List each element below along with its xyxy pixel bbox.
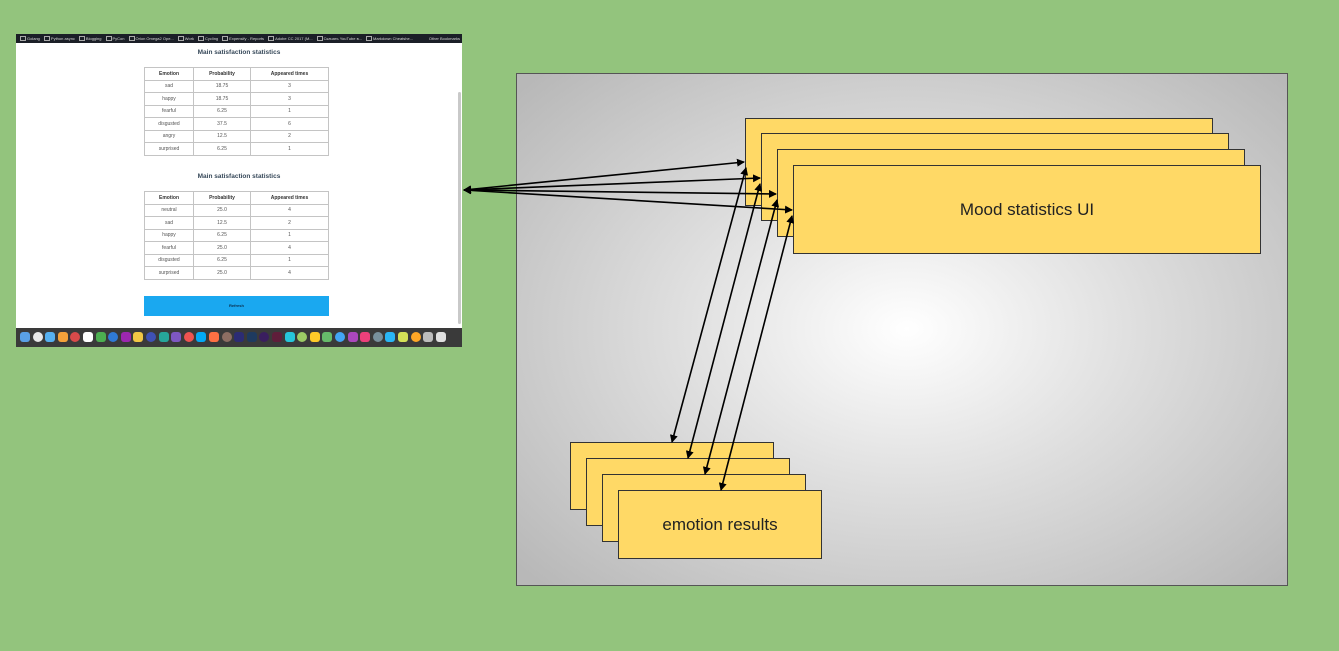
dock-app-icon[interactable] <box>322 332 333 342</box>
app-dock <box>16 328 462 347</box>
dock-app-icon[interactable] <box>234 332 245 342</box>
dock-app-icon[interactable] <box>183 332 194 342</box>
table-cell: 4 <box>250 266 329 280</box>
emotion-results-label: emotion results <box>662 514 778 534</box>
other-bookmarks[interactable]: Other Bookmarks <box>428 36 460 41</box>
scrollbar[interactable] <box>458 92 461 324</box>
dock-app-icon[interactable] <box>45 332 56 342</box>
bookmark-item[interactable]: Cycling <box>198 34 218 43</box>
dock-app-icon[interactable] <box>360 332 371 342</box>
dock-app-icon[interactable] <box>297 332 308 342</box>
dock-app-icon[interactable] <box>385 332 396 342</box>
mood-ui-label: Mood statistics UI <box>959 199 1095 219</box>
bookmark-item[interactable]: Blogging <box>79 34 102 43</box>
dock-app-icon[interactable] <box>20 332 30 342</box>
section-title-2: Main satisfaction statistics <box>197 173 281 180</box>
embedded-screenshot: Golang Python async Blogging PyCon Orion Ome… <box>16 34 462 347</box>
dock-app-icon[interactable] <box>410 332 421 342</box>
dock-app-icon[interactable] <box>272 332 282 342</box>
bookmarks-bar: Golang Python async Blogging PyCon Orion Ome… <box>16 34 462 43</box>
dock-app-icon[interactable] <box>309 332 320 342</box>
bookmark-item[interactable]: Expensify - Reports <box>222 34 264 43</box>
arrow-result-to-ui-4 <box>718 215 795 491</box>
dock-app-icon[interactable] <box>398 332 408 342</box>
arrow-screenshot-to-card-1 <box>463 158 745 194</box>
dock-app-icon[interactable] <box>32 332 43 342</box>
dock-app-icon[interactable] <box>259 332 270 342</box>
dock-app-icon[interactable] <box>171 332 182 342</box>
bookmark-item[interactable]: Golang <box>20 34 40 43</box>
bookmark-item[interactable]: PyCon <box>106 34 125 43</box>
arrow-result-to-ui-3 <box>702 199 780 475</box>
column-header: Appeared times <box>250 191 329 205</box>
dock-app-icon[interactable] <box>209 332 219 342</box>
mood-ui-card: Mood statistics UI <box>793 165 1261 254</box>
dock-app-icon[interactable] <box>221 332 232 342</box>
bookmark-item[interactable]: Python async <box>44 34 75 43</box>
dock-app-icon[interactable] <box>423 332 434 342</box>
bookmark-item[interactable]: Markdown Cheatshe... <box>366 34 413 43</box>
arrow-result-to-ui-1 <box>669 167 749 443</box>
dock-app-icon[interactable] <box>246 332 257 342</box>
dock-app-icon[interactable] <box>372 332 383 342</box>
dock-app-icon[interactable] <box>108 332 119 342</box>
dock-app-icon[interactable] <box>146 332 156 342</box>
arrow-result-to-ui-2 <box>685 183 763 459</box>
table-cell: surprised <box>144 266 194 280</box>
dock-app-icon[interactable] <box>284 332 295 342</box>
bookmark-item[interactable]: Orion Omega2 Ope... <box>129 34 174 43</box>
dock-app-icon[interactable] <box>158 332 169 342</box>
dock-app-icon[interactable] <box>335 332 345 342</box>
bookmark-item[interactable]: Adobe CC 2017 (M... <box>268 34 313 43</box>
dock-app-icon[interactable] <box>133 332 144 342</box>
dock-app-icon[interactable] <box>83 332 93 342</box>
dock-app-icon[interactable] <box>120 332 131 342</box>
dock-app-icon[interactable] <box>70 332 81 342</box>
diagram-panel: Mood statistics UI emotion results <box>516 73 1288 586</box>
dock-app-icon[interactable] <box>95 332 106 342</box>
table-cell: 1 <box>250 142 329 156</box>
dock-app-icon[interactable] <box>347 332 358 342</box>
arrow-screenshot-to-card-2 <box>463 174 761 194</box>
refresh-button[interactable]: Refresh <box>144 296 329 316</box>
bookmark-item[interactable]: Work <box>178 34 194 43</box>
dock-app-icon[interactable] <box>196 332 207 342</box>
section-title-1: Main satisfaction statistics <box>197 49 281 56</box>
dock-app-icon[interactable] <box>57 332 68 342</box>
bookmark-item[interactable]: Скачать YouTube в... <box>317 34 362 43</box>
dock-app-icon[interactable] <box>435 332 446 342</box>
